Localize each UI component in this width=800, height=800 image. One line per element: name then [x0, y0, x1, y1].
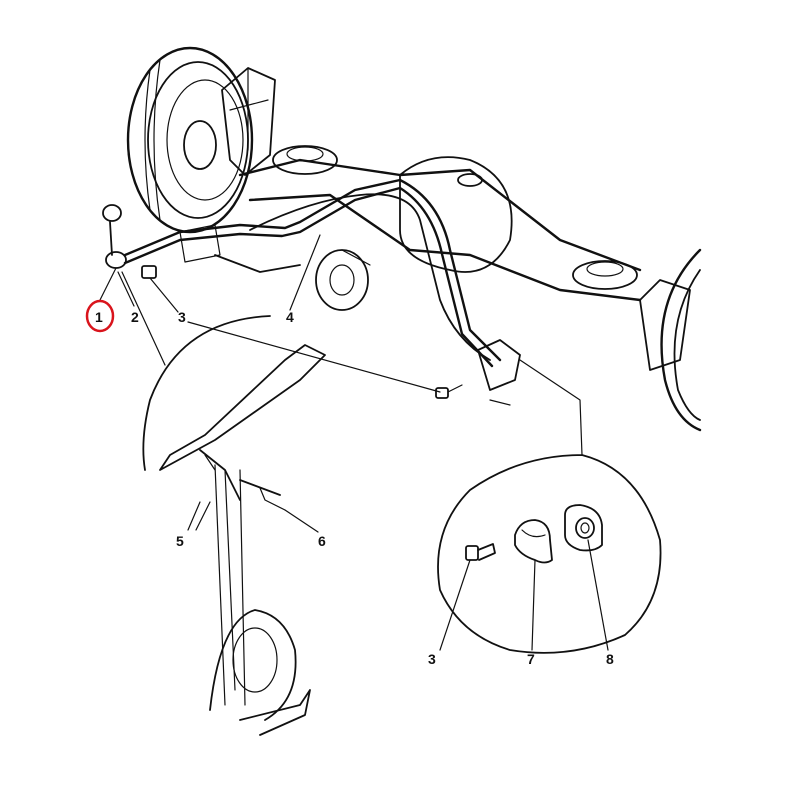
callout-6: 6	[318, 533, 326, 549]
callout-5: 5	[176, 533, 184, 549]
callout-1: 1	[95, 309, 103, 325]
left-bushing-clamp	[141, 224, 221, 279]
detail-bolt	[465, 543, 496, 561]
axle-housing	[238, 145, 642, 302]
callout-3-top: 3	[178, 309, 186, 325]
callout-7: 7	[527, 651, 535, 667]
leader-lines	[99, 234, 583, 456]
callout-3-detail: 3	[428, 651, 436, 667]
bushing-clamp	[514, 519, 553, 564]
right-bushing-clamp	[477, 339, 521, 406]
brake-hose	[249, 193, 491, 361]
bushing	[564, 504, 603, 552]
callout-8: 8	[606, 651, 614, 667]
callout-4: 4	[286, 309, 294, 325]
callout-labels: 1 2 3 4 5 6 3 7 8	[85, 299, 614, 667]
center-bolt	[435, 384, 463, 399]
callout-1-highlight-ring	[85, 299, 115, 333]
bushing-detail-view	[437, 454, 662, 654]
pinion-yoke	[315, 249, 371, 311]
right-wheel-drum	[639, 248, 702, 432]
stabilizer-link	[102, 204, 127, 269]
link-detail-view	[142, 315, 326, 736]
stabilizer-bar	[123, 178, 502, 368]
callout-2: 2	[131, 309, 139, 325]
left-spring-bracket	[221, 67, 276, 176]
left-wheel-drum	[126, 46, 254, 234]
